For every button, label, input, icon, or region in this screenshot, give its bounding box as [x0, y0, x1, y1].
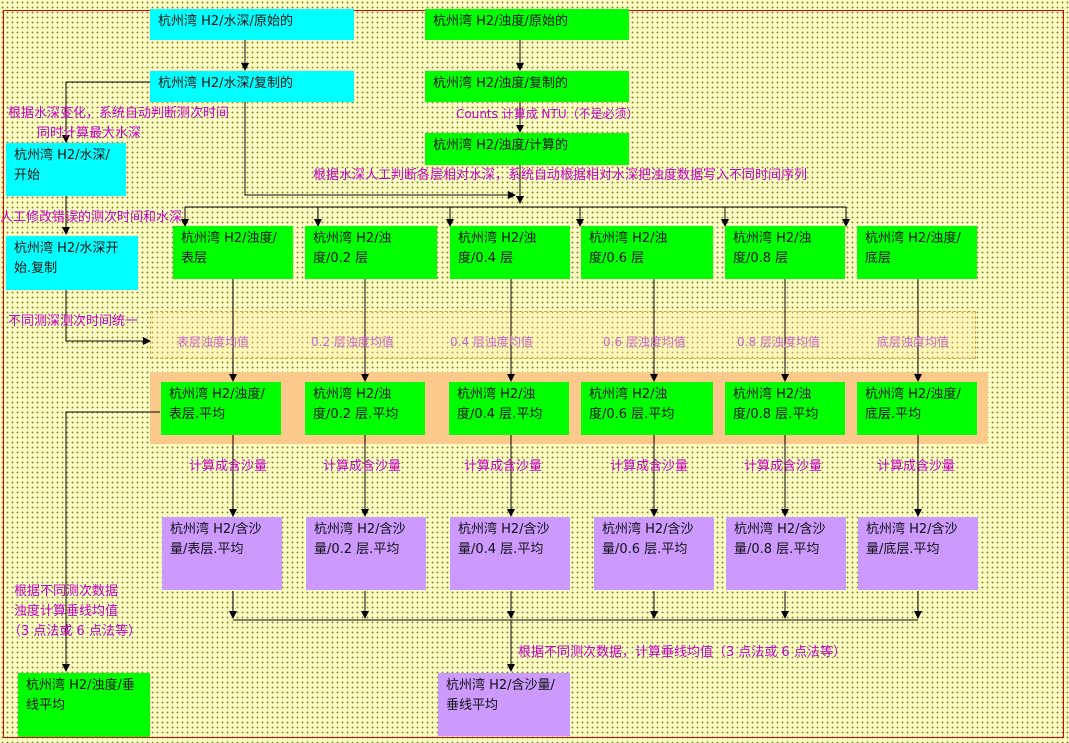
depth-copy-box: 杭州湾 H2/水深/复制的 [150, 71, 354, 102]
layer-average-box: 杭州湾 H2/浊度/0.4 层.平均 [449, 382, 569, 435]
depth-start-copy-box: 杭州湾 H2/水深开始.复制 [6, 236, 138, 290]
layer-sediment-box: 杭州湾 H2/含沙量/0.8 层.平均 [726, 517, 846, 590]
calc-sediment-label: 计算成含沙量 [464, 459, 543, 474]
layer-turbidity-box: 杭州湾 H2/浊度/0.2 层 [305, 226, 437, 279]
layer-sediment-box: 杭州湾 H2/含沙量/0.4 层.平均 [450, 517, 570, 590]
note-max-depth: 同时计算最大水深 [37, 126, 142, 141]
layer-sediment-box: 杭州湾 H2/含沙量/表层.平均 [162, 517, 282, 590]
layer-average-box: 杭州湾 H2/浊度/表层.平均 [161, 382, 281, 435]
layer-average-box: 杭州湾 H2/浊度/0.6 层.平均 [581, 382, 713, 435]
depth-raw-box: 杭州湾 H2/水深/原始的 [150, 9, 354, 40]
note-vertical-sediment: 根据不同测次数据，计算垂线均值（3 点法或 6 点法等） [518, 645, 846, 660]
layer-sediment-box: 杭州湾 H2/含沙量/0.6 层.平均 [594, 517, 714, 590]
layer-turbidity-box: 杭州湾 H2/浊度/0.6 层 [581, 226, 713, 279]
layer-sediment-box: 杭州湾 H2/含沙量/底层.平均 [858, 517, 978, 590]
layer-average-box: 杭州湾 H2/浊度/底层.平均 [857, 382, 977, 435]
layer-turbidity-box: 杭州湾 H2/浊度/0.8 层 [725, 226, 845, 279]
note-vertical-3: （3 点法或 6 点法等） [8, 624, 141, 639]
turbidity-calc-box: 杭州湾 H2/浊度/计算的 [425, 133, 629, 165]
band-mean-label: 0.6 层浊度均值 [603, 335, 686, 349]
note-auto-judge: 根据水深变化，系统自动判断测次时间 [8, 106, 230, 121]
note-manual-fix: 人工修改错误的测次时间和水深 [0, 210, 183, 225]
calc-sediment-label: 计算成含沙量 [323, 459, 402, 474]
band-mean-label: 表层浊度均值 [177, 335, 250, 349]
depth-start-box: 杭州湾 H2/水深/开始 [6, 143, 126, 196]
note-unify-time: 不同测深测次时间统一 [8, 314, 139, 329]
turbidity-vertical-average-box: 杭州湾 H2/浊度/垂线平均 [18, 673, 150, 737]
note-vertical-2: 浊度计算垂线均值 [14, 604, 119, 619]
calc-sediment-label: 计算成含沙量 [189, 459, 268, 474]
layer-average-box: 杭州湾 H2/浊度/0.2 层.平均 [305, 382, 425, 435]
layer-sediment-box: 杭州湾 H2/含沙量/0.2 层.平均 [306, 517, 426, 590]
note-manual-layer: 根据水深人工判断各层相对水深，系统自动根据相对水深把浊度数据写入不同时间序列 [313, 168, 808, 183]
turbidity-average-band [150, 372, 988, 444]
calc-sediment-label: 计算成含沙量 [877, 459, 956, 474]
calc-sediment-label: 计算成含沙量 [610, 459, 689, 474]
band-mean-label: 底层浊度均值 [877, 335, 950, 349]
layer-turbidity-box: 杭州湾 H2/浊度/底层 [857, 226, 977, 279]
layer-turbidity-box: 杭州湾 H2/浊度/0.4 层 [450, 226, 570, 279]
band-mean-label: 0.2 层浊度均值 [311, 335, 394, 349]
band-mean-label: 0.4 层浊度均值 [450, 335, 533, 349]
turbidity-copy-box: 杭州湾 H2/浊度/复制的 [425, 71, 629, 102]
layer-turbidity-box: 杭州湾 H2/浊度/表层 [173, 226, 293, 279]
band-mean-label: 0.8 层浊度均值 [737, 335, 820, 349]
calc-sediment-label: 计算成含沙量 [744, 459, 823, 474]
turbidity-mean-band [150, 311, 976, 359]
layer-average-box: 杭州湾 H2/浊度/0.8 层.平均 [725, 382, 845, 435]
note-vertical-1: 根据不同测次数据 [14, 584, 119, 599]
turbidity-raw-box: 杭州湾 H2/浊度/原始的 [425, 9, 629, 40]
sediment-vertical-average-box: 杭州湾 H2/含沙量/垂线平均 [438, 673, 570, 736]
note-counts-ntu: Counts 计算成 NTU（不是必须） [456, 107, 639, 121]
